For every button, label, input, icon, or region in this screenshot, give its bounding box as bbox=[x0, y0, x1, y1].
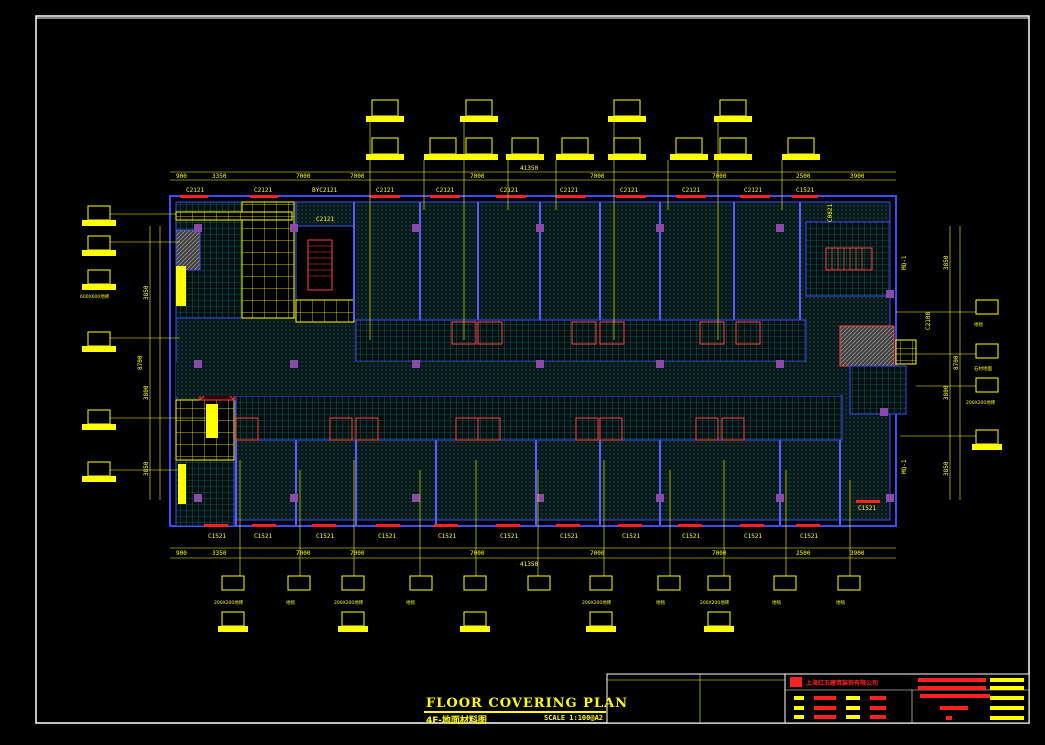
company-name: 上海红五建筑装饰有限公司 bbox=[806, 680, 879, 687]
dim-text: 7000 bbox=[296, 173, 311, 180]
drawing-subtitle: 4F-地面材料图 bbox=[426, 716, 487, 726]
tag-note: 200X200地砖 bbox=[334, 599, 364, 606]
dim-text: 3350 bbox=[212, 550, 227, 557]
dim-text-vertical: 3850 bbox=[943, 461, 950, 476]
dimension-lines bbox=[149, 171, 961, 559]
stair-label: C2121 bbox=[316, 216, 334, 223]
dim-text-vertical: 3850 bbox=[143, 285, 150, 300]
window-label: C2121 bbox=[254, 187, 272, 194]
window-label: BYC2121 bbox=[312, 187, 338, 194]
door-label: MQ-1 bbox=[901, 255, 908, 270]
window-label: C1521 bbox=[208, 533, 226, 540]
dim-text: 900 bbox=[176, 550, 187, 557]
dim-text-vertical: 3800 bbox=[143, 385, 150, 400]
dim-text: 2500 bbox=[796, 173, 811, 180]
structural-columns bbox=[194, 224, 894, 502]
dim-text: 7000 bbox=[350, 173, 365, 180]
tag-note: 200X200地砖 bbox=[582, 599, 612, 606]
window-label: C2121 bbox=[744, 187, 762, 194]
tag-note: 石材地面 bbox=[974, 365, 992, 372]
dim-text: 7000 bbox=[712, 550, 727, 557]
dim-text: 7000 bbox=[350, 550, 365, 557]
tag-note: 200X200地砖 bbox=[966, 399, 996, 406]
dim-text: 7000 bbox=[296, 550, 311, 557]
window-label: C1521 bbox=[560, 533, 578, 540]
dim-text: 3350 bbox=[212, 173, 227, 180]
dim-text: 900 bbox=[176, 173, 187, 180]
window-label: C1521 bbox=[438, 533, 456, 540]
stair-core bbox=[295, 225, 355, 323]
tag-note: 地毯 bbox=[406, 599, 415, 606]
tile-strips bbox=[175, 211, 293, 504]
tag-note: 地毯 bbox=[656, 599, 665, 606]
tag-note: 地毯 bbox=[836, 599, 845, 606]
window-label: C1521 bbox=[800, 533, 818, 540]
dim-total-vertical: 8700 bbox=[137, 355, 144, 370]
dim-text: 7000 bbox=[470, 550, 485, 557]
bathroom-pods bbox=[235, 321, 761, 441]
side-label: C0821 bbox=[827, 204, 834, 222]
dim-text-vertical: 3800 bbox=[943, 385, 950, 400]
tag-note: 600X600地砖 bbox=[80, 293, 110, 300]
window-label: C2121 bbox=[186, 187, 204, 194]
window-label: C2121 bbox=[682, 187, 700, 194]
dim-text: 7000 bbox=[590, 550, 605, 557]
tag-group-top bbox=[366, 99, 820, 160]
window-markers-top bbox=[180, 195, 818, 198]
dim-text: 2500 bbox=[796, 550, 811, 557]
tag-note: 200X200地砖 bbox=[214, 599, 244, 606]
window-label: C1521 bbox=[744, 533, 762, 540]
tag-note: 地毯 bbox=[286, 599, 295, 606]
left-rooms bbox=[175, 201, 297, 527]
tag-group-left bbox=[82, 205, 116, 482]
tag-group-bottom bbox=[218, 575, 861, 632]
window-label: C1521 bbox=[500, 533, 518, 540]
window-label: C1521 bbox=[316, 533, 334, 540]
tag-group-right bbox=[972, 299, 1002, 450]
window-label: C1521 bbox=[682, 533, 700, 540]
window-label: C2121 bbox=[376, 187, 394, 194]
tag-note: 地毯 bbox=[772, 599, 781, 606]
window-label: C1521 bbox=[378, 533, 396, 540]
dim-text: 3900 bbox=[850, 173, 865, 180]
window-markers-bottom bbox=[204, 500, 880, 527]
dim-text-vertical: 3850 bbox=[943, 255, 950, 270]
dim-total: 41350 bbox=[520, 165, 538, 172]
sheet-border bbox=[35, 15, 1030, 724]
right-stair bbox=[805, 221, 917, 415]
title-underline bbox=[424, 711, 606, 713]
dim-text: 7000 bbox=[470, 173, 485, 180]
tag-note: 200X200地砖 bbox=[700, 599, 730, 606]
window-label: C1521 bbox=[858, 505, 876, 512]
window-label: C2121 bbox=[560, 187, 578, 194]
dim-total: 41350 bbox=[520, 561, 538, 568]
title-block bbox=[606, 673, 1030, 724]
dim-text: 3900 bbox=[850, 550, 865, 557]
drawing-title: FLOOR COVERING PLAN bbox=[426, 696, 629, 711]
window-label: C1521 bbox=[622, 533, 640, 540]
dim-text-vertical: 3850 bbox=[143, 461, 150, 476]
window-label: C2121 bbox=[436, 187, 454, 194]
tag-note: 地毯 bbox=[974, 321, 983, 328]
window-label: C2121 bbox=[620, 187, 638, 194]
dim-total-vertical: 8700 bbox=[953, 355, 960, 370]
door-label: MQ-1 bbox=[901, 459, 908, 474]
window-label: C1521 bbox=[796, 187, 814, 194]
drawing-scale: SCALE 1:100@A2 bbox=[544, 714, 604, 722]
window-label: C2121 bbox=[500, 187, 518, 194]
side-label: C2108 bbox=[925, 312, 932, 330]
window-label: C1521 bbox=[254, 533, 272, 540]
dim-text: 7000 bbox=[590, 173, 605, 180]
dim-text: 7000 bbox=[712, 173, 727, 180]
